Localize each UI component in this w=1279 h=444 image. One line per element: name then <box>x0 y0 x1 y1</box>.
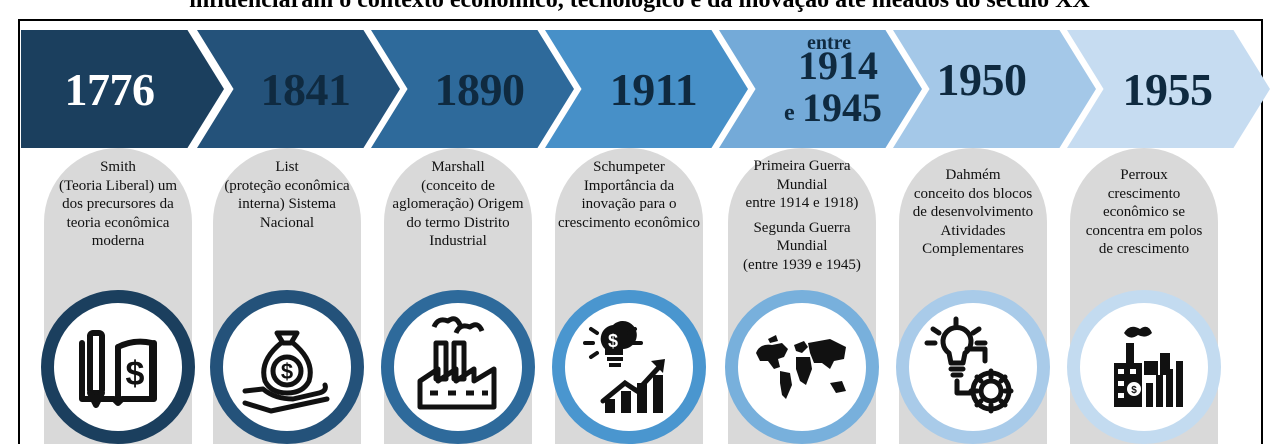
description-text: Dahmém conceito dos blocos de desenvolvi… <box>912 167 1034 257</box>
lightbulb-growth-chart-icon: $ <box>583 321 665 413</box>
description-text: Perroux crescimento econômico se concent… <box>1085 167 1203 257</box>
svg-text:$: $ <box>281 359 293 384</box>
timeline-arrow-1776 <box>21 30 224 148</box>
year-label: 1776 <box>64 63 156 115</box>
year-joiner: e <box>784 100 795 126</box>
icon-ring: $ <box>41 290 195 444</box>
year-label: 1950 <box>936 53 1028 105</box>
year-end: 1945 <box>802 85 882 130</box>
money-bag-hand-icon: $ <box>242 330 330 414</box>
icon-ring <box>381 290 535 444</box>
description-text: Schumpeter Importância da inovação para … <box>557 159 701 231</box>
icon-ring: $ <box>210 290 364 444</box>
year-label: 1841 <box>260 63 352 115</box>
description-text: List (proteção econômica interna) Sistem… <box>224 159 350 231</box>
lightbulb-gear-icon <box>924 316 1014 414</box>
industry-chart-icon: $ <box>1114 326 1183 407</box>
year-range-label: entre 1914 e 1945 <box>722 32 925 150</box>
figure-frame <box>18 19 1263 444</box>
year-label: 1911 <box>609 63 698 115</box>
factory-icon <box>417 316 497 410</box>
description-text: Primeira Guerra Mundial entre 1914 e 191… <box>743 158 861 273</box>
svg-text:$: $ <box>1131 385 1137 396</box>
world-map-icon <box>756 335 846 399</box>
year-label: 1955 <box>1122 63 1214 115</box>
year-prefix: entre <box>807 32 852 54</box>
description-text: Marshall (conceito de aglomeração) Orige… <box>392 159 524 249</box>
icon-ring <box>725 290 879 444</box>
icon-ring: $ <box>552 290 706 444</box>
year-label: 1890 <box>434 63 526 115</box>
figure-caption: influenciaram o contexto econômico, tecn… <box>189 0 1090 13</box>
icon-ring <box>896 290 1050 444</box>
svg-text:$: $ <box>608 331 618 351</box>
description-text: Smith (Teoria Liberal) um dos precursore… <box>58 159 178 249</box>
icon-ring: $ <box>1067 290 1221 444</box>
year-start: 1914 <box>798 43 878 88</box>
book-pen-dollar-icon: $ <box>79 330 157 408</box>
svg-text:$: $ <box>126 355 145 393</box>
